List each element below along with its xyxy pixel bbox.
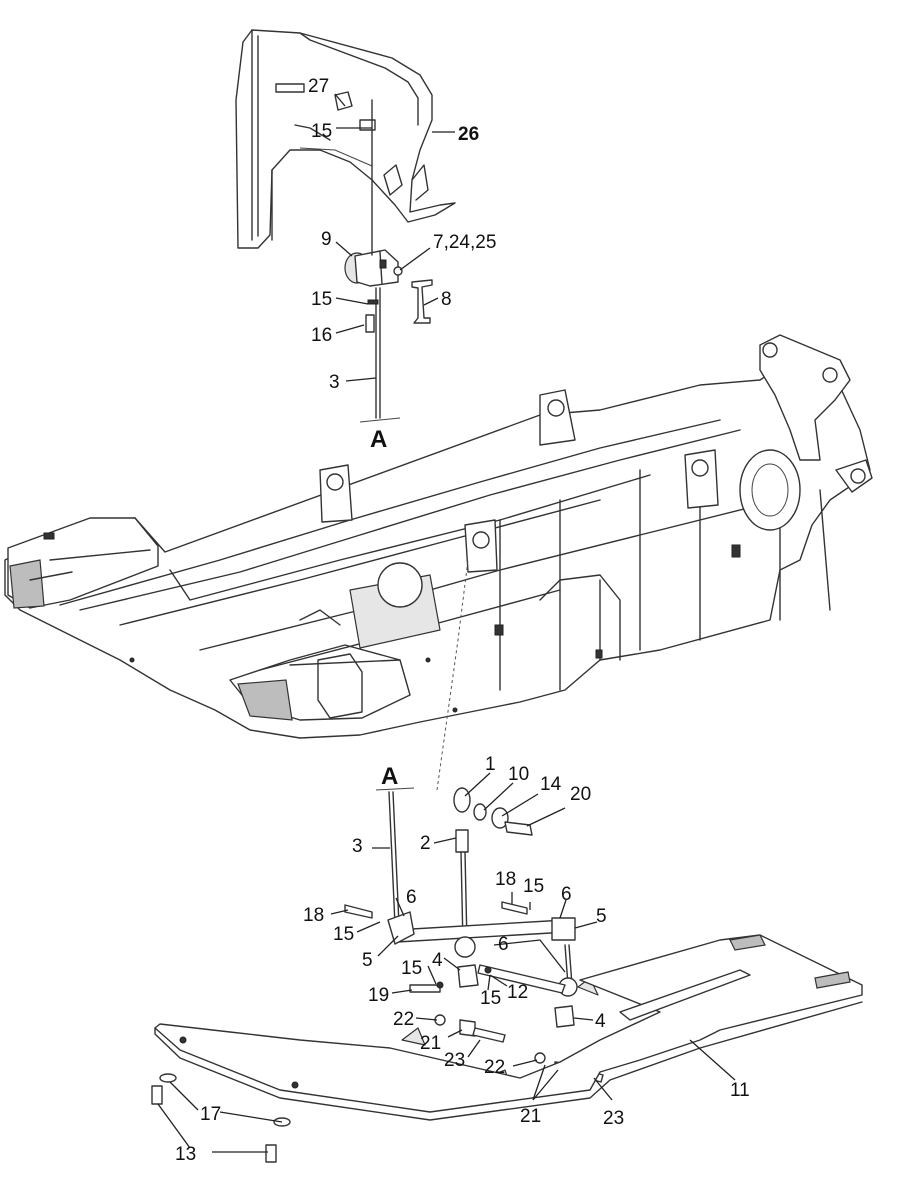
label-20: 20 xyxy=(570,784,591,805)
label-4-a: 4 xyxy=(432,950,443,971)
label-9: 9 xyxy=(321,229,332,250)
label-8: 8 xyxy=(441,289,452,310)
floor-plate xyxy=(151,934,863,1163)
label-5-a: 5 xyxy=(596,906,607,927)
marker-a-bottom: A xyxy=(381,763,398,790)
label-21-a: 21 xyxy=(420,1033,441,1054)
hood-panel xyxy=(235,29,456,249)
main-frame xyxy=(4,334,873,739)
label-14: 14 xyxy=(540,774,562,795)
label-15-f: 15 xyxy=(480,988,501,1009)
label-3-top: 3 xyxy=(329,372,340,393)
marker-a-top: A xyxy=(370,426,387,453)
label-18-b: 18 xyxy=(495,869,516,890)
connection-dash xyxy=(436,559,469,791)
label-22-b: 22 xyxy=(484,1057,505,1078)
label-6-c: 6 xyxy=(498,934,509,955)
label-2: 2 xyxy=(420,833,431,854)
label-1: 1 xyxy=(485,754,496,775)
rod-top xyxy=(359,99,401,423)
label-7-24-25: 7,24,25 xyxy=(433,232,496,253)
part-labels: 27 15 26 9 7,24,25 15 8 16 3 A A 1 10 14… xyxy=(175,76,750,1165)
label-23-b: 23 xyxy=(603,1108,624,1129)
seat-switch xyxy=(344,249,433,324)
label-16: 16 xyxy=(311,325,332,346)
label-22-a: 22 xyxy=(393,1009,414,1030)
label-13: 13 xyxy=(175,1144,196,1165)
label-5-b: 5 xyxy=(362,950,373,971)
label-23-a: 23 xyxy=(444,1050,465,1071)
label-15-e: 15 xyxy=(401,958,422,979)
label-3-bottom: 3 xyxy=(352,836,363,857)
label-12: 12 xyxy=(507,982,528,1003)
label-15-a: 15 xyxy=(311,121,332,142)
leader-lines xyxy=(157,93,736,1153)
label-6-b: 6 xyxy=(406,887,417,908)
label-11: 11 xyxy=(730,1080,750,1101)
label-18-a: 18 xyxy=(303,905,324,926)
label-26: 26 xyxy=(458,124,479,145)
label-27: 27 xyxy=(308,76,329,97)
label-15-c: 15 xyxy=(523,876,544,897)
label-10: 10 xyxy=(508,764,529,785)
label-17: 17 xyxy=(200,1104,221,1125)
label-15-d: 15 xyxy=(333,924,354,945)
label-19: 19 xyxy=(368,985,389,1006)
label-6-a: 6 xyxy=(561,884,572,905)
label-15-b: 15 xyxy=(311,289,332,310)
label-4-b: 4 xyxy=(595,1011,606,1032)
label-21-b: 21 xyxy=(520,1106,541,1127)
